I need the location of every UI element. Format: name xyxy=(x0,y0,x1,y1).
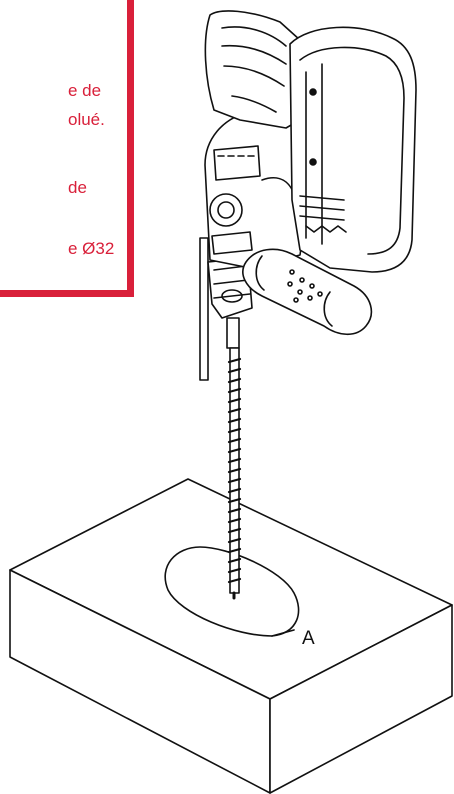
drill-bit-icon xyxy=(226,317,242,600)
hole-label: A xyxy=(302,628,315,649)
warning-callout-box: e de olué. de e Ø32 xyxy=(0,0,134,297)
callout-line-2: olué. xyxy=(68,110,105,129)
callout-line-3: de xyxy=(68,178,87,197)
callout-line-4: e Ø32 xyxy=(68,239,115,258)
side-handle-icon xyxy=(242,248,373,336)
rotary-hammer-drill-icon xyxy=(199,10,417,381)
callout-line-1: e de xyxy=(68,81,102,100)
